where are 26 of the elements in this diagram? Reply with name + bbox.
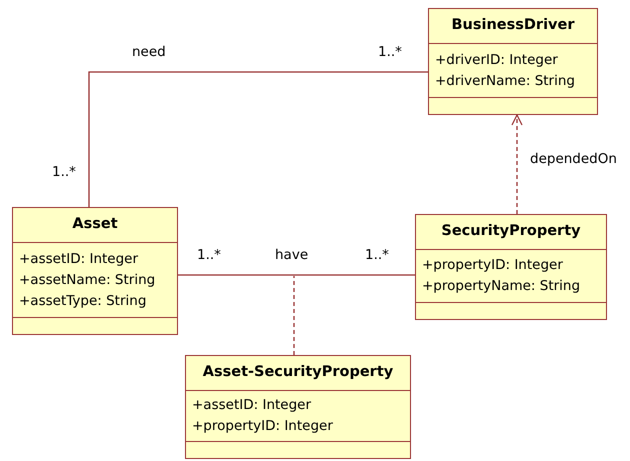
connector-line xyxy=(293,276,295,355)
class-attribute: +assetName: String xyxy=(19,270,156,290)
class-attribute: +assetID: Integer xyxy=(192,396,312,415)
multiplicity-label: 1..* xyxy=(197,247,221,264)
class-attribute: +propertyName: String xyxy=(422,277,582,296)
class-box xyxy=(185,355,411,459)
class-attribute: +propertyID: Integer xyxy=(422,256,564,275)
class-box xyxy=(428,8,598,115)
class-name: BusinessDriver xyxy=(452,16,574,36)
connector-line xyxy=(178,274,415,276)
class-attribute: +driverName: String xyxy=(435,72,576,90)
edge-label: dependedOn xyxy=(528,151,619,168)
class-name: Asset xyxy=(72,215,118,234)
class-attribute: +driverID: Integer xyxy=(435,50,559,70)
class-box xyxy=(415,214,607,320)
class-attribute: +assetID: Integer xyxy=(19,250,140,268)
connector-line xyxy=(88,71,428,207)
multiplicity-label: 1..* xyxy=(365,247,389,264)
arrow xyxy=(511,114,523,214)
class-attribute: +propertyID: Integer xyxy=(192,417,334,436)
multiplicity-label: 1..* xyxy=(52,164,76,181)
multiplicity-label: 1..* xyxy=(378,44,402,61)
class-box xyxy=(12,207,178,335)
class-attribute: +assetType: String xyxy=(19,292,148,310)
class-name: SecurityProperty xyxy=(441,222,581,242)
class-name: Asset-SecurityProperty xyxy=(202,363,394,382)
